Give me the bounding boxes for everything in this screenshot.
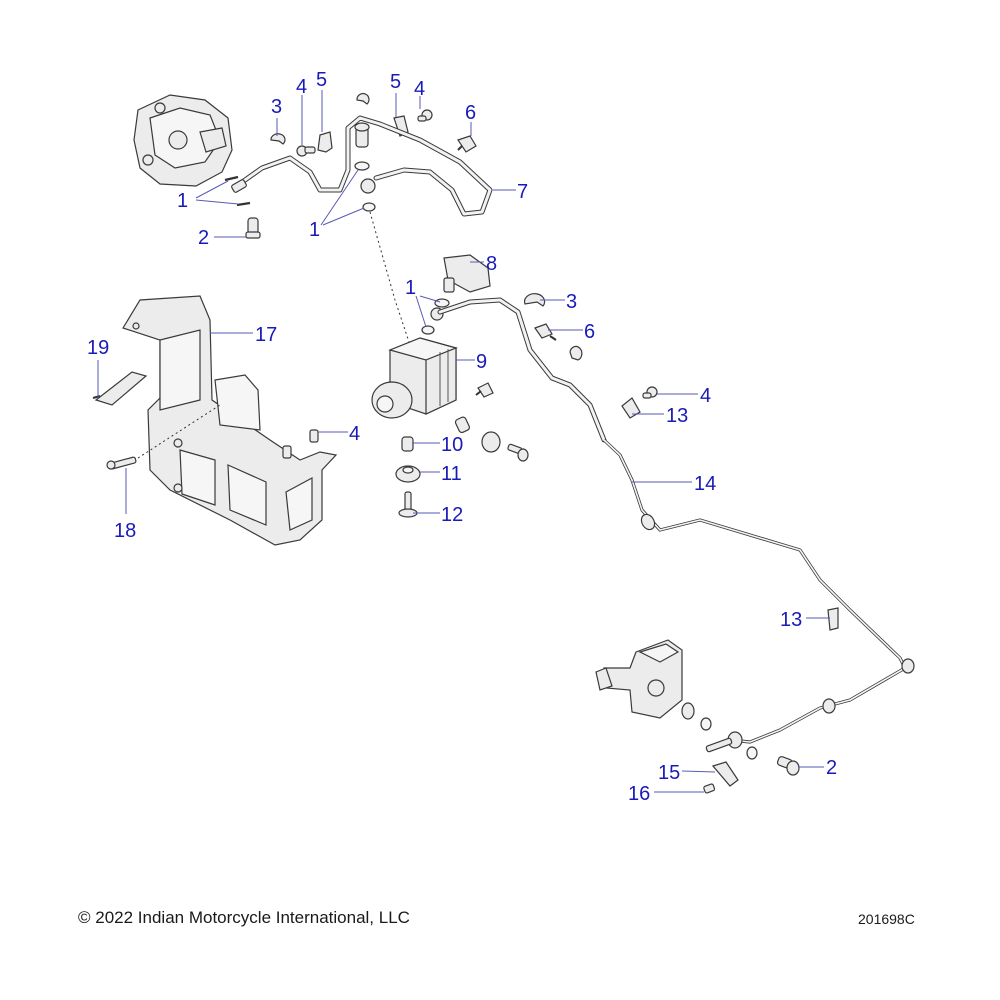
bolt-18 bbox=[106, 456, 137, 470]
callout-2: 2 bbox=[826, 757, 837, 779]
abs-module-9 bbox=[371, 337, 458, 419]
pipe-clamp-13b bbox=[827, 607, 839, 631]
washer bbox=[362, 202, 376, 212]
banjo-bolt bbox=[354, 122, 370, 148]
banjo-fitting bbox=[360, 178, 376, 194]
plate-19 bbox=[92, 371, 148, 406]
alignment-line-bracket bbox=[137, 404, 221, 459]
switch-6 bbox=[457, 135, 477, 153]
callout-1: 1 bbox=[309, 219, 320, 241]
callout-7: 7 bbox=[517, 181, 528, 203]
callout-18: 18 bbox=[114, 520, 136, 542]
grommet-11 bbox=[395, 465, 421, 483]
bleeder-2b bbox=[776, 756, 800, 776]
callout-3: 3 bbox=[566, 291, 577, 313]
callout-4: 4 bbox=[349, 423, 360, 445]
callout-4: 4 bbox=[414, 78, 425, 100]
callout-11: 11 bbox=[441, 463, 462, 485]
document-id: 201698C bbox=[858, 911, 915, 927]
callout-2: 2 bbox=[198, 227, 209, 249]
washer bbox=[421, 325, 435, 335]
callout-12: 12 bbox=[441, 504, 463, 526]
brake-pipe-14 bbox=[602, 438, 915, 744]
master-cylinder bbox=[595, 639, 695, 720]
brake-hose-7 bbox=[231, 115, 493, 217]
copyright-notice: © 2022 Indian Motorcycle International, … bbox=[78, 908, 410, 927]
clip bbox=[356, 92, 370, 105]
callout-6: 6 bbox=[465, 102, 476, 124]
callout-6: 6 bbox=[584, 321, 595, 343]
callout-1: 1 bbox=[177, 190, 188, 212]
alignment-line bbox=[369, 211, 411, 346]
bleeder-fitting bbox=[245, 217, 261, 239]
banjo-fitting-lower bbox=[705, 731, 743, 753]
bolt bbox=[507, 443, 529, 462]
grommet bbox=[481, 431, 501, 453]
callout-15: 15 bbox=[658, 762, 680, 784]
washer bbox=[354, 161, 370, 171]
bracket-bolts-4 bbox=[282, 429, 319, 459]
callout-14: 14 bbox=[694, 473, 716, 495]
mounting-bracket-17 bbox=[122, 295, 338, 546]
callout-4: 4 bbox=[296, 76, 307, 98]
bolt-4b bbox=[417, 109, 433, 122]
caliper-pins bbox=[224, 175, 251, 207]
callout-19: 19 bbox=[87, 337, 109, 359]
callout-13: 13 bbox=[666, 405, 688, 427]
brake-caliper bbox=[133, 94, 233, 187]
pipe-clamp-13 bbox=[621, 397, 641, 419]
washer bbox=[434, 298, 450, 308]
switch-6b bbox=[534, 323, 557, 341]
brake-hose-middle bbox=[437, 297, 607, 443]
callout-1: 1 bbox=[405, 277, 416, 299]
callout-9: 9 bbox=[476, 351, 487, 373]
bolt-12 bbox=[398, 491, 418, 518]
spacer-10 bbox=[401, 436, 414, 452]
pressure-switch bbox=[475, 382, 494, 398]
o-ring bbox=[700, 717, 712, 731]
elbow-15 bbox=[711, 761, 739, 787]
callout-16: 16 bbox=[628, 783, 650, 805]
callout-3: 3 bbox=[271, 96, 282, 118]
o-ring bbox=[746, 746, 758, 760]
callout-4: 4 bbox=[700, 385, 711, 407]
callout-17: 17 bbox=[255, 324, 277, 346]
callout-10: 10 bbox=[441, 434, 463, 456]
sensor-8 bbox=[443, 254, 491, 293]
callout-13: 13 bbox=[780, 609, 802, 631]
bracket-5 bbox=[317, 131, 333, 153]
clip bbox=[569, 345, 583, 361]
bolt-4 bbox=[296, 145, 316, 157]
bolt-4c bbox=[642, 386, 658, 399]
callouts: 1 1 1 2 2 3 3 4 4 4 4 5 5 6 6 7 8 9 10 1… bbox=[87, 69, 837, 805]
leader-lines bbox=[97, 90, 830, 793]
screw-16 bbox=[703, 783, 716, 794]
hose-clamp-3b bbox=[523, 293, 546, 307]
callout-5: 5 bbox=[390, 71, 401, 93]
callout-5: 5 bbox=[316, 69, 327, 91]
callout-8: 8 bbox=[486, 253, 497, 275]
hose-clamp-3 bbox=[270, 133, 286, 145]
spacer bbox=[454, 416, 471, 434]
